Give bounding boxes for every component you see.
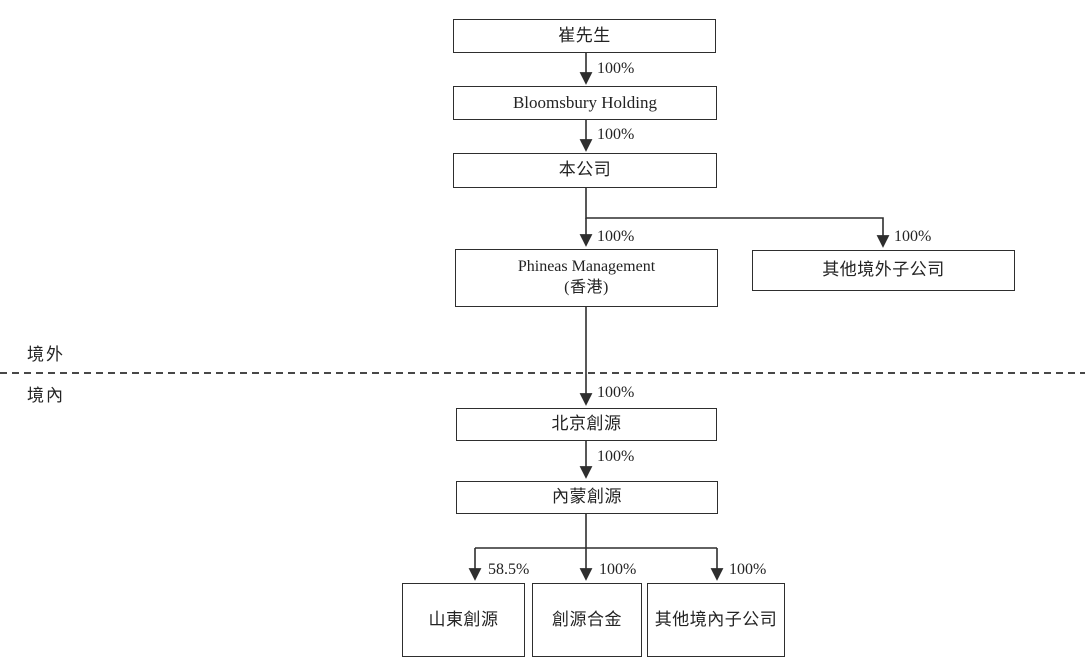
node-shandong-chuangyuan: 山東創源 [402,583,525,657]
node-mr-cui-label: 崔先生 [558,25,611,45]
pct-cui-bloomsbury: 100% [597,60,635,77]
node-chuangyuan-alloy: 創源合金 [532,583,642,657]
node-neimeng-chuangyuan: 內蒙創源 [456,481,718,514]
node-beijing-chuangyuan: 北京創源 [456,408,717,441]
pct-neimeng-alloy: 100% [599,561,637,578]
node-other-onshore-subsidiaries-label: 其他境內子公司 [654,609,778,629]
pct-neimeng-other-onshore: 100% [729,561,767,578]
node-shandong-chuangyuan-label: 山東創源 [428,609,499,629]
pct-beijing-neimeng: 100% [597,448,635,465]
node-other-offshore-subsidiaries-label: 其他境外子公司 [822,260,945,280]
node-neimeng-chuangyuan-label: 內蒙創源 [552,487,622,507]
region-label-onshore: 境內 [27,386,65,405]
node-the-company-label: 本公司 [558,160,612,180]
pct-company-other-offshore: 100% [894,228,932,245]
pct-phineas-beijing: 100% [597,384,635,401]
node-bloomsbury-holding-label: Bloomsbury Holding [512,92,658,112]
node-bloomsbury-holding: Bloomsbury Holding [453,86,717,120]
node-the-company: 本公司 [453,153,717,188]
pct-bloomsbury-company: 100% [597,126,635,143]
node-phineas-management-label: Phineas Management [517,258,656,276]
node-other-offshore-subsidiaries: 其他境外子公司 [752,250,1015,291]
region-label-offshore: 境外 [27,345,65,364]
node-chuangyuan-alloy-label: 創源合金 [552,609,622,629]
node-phineas-management-sublabel: (香港) [564,279,609,296]
node-mr-cui: 崔先生 [453,19,716,53]
node-beijing-chuangyuan-label: 北京創源 [551,414,622,434]
node-phineas-management: Phineas Management (香港) [455,249,718,307]
pct-company-phineas: 100% [597,228,635,245]
node-other-onshore-subsidiaries: 其他境內子公司 [647,583,785,657]
pct-neimeng-shandong: 58.5% [488,561,530,578]
